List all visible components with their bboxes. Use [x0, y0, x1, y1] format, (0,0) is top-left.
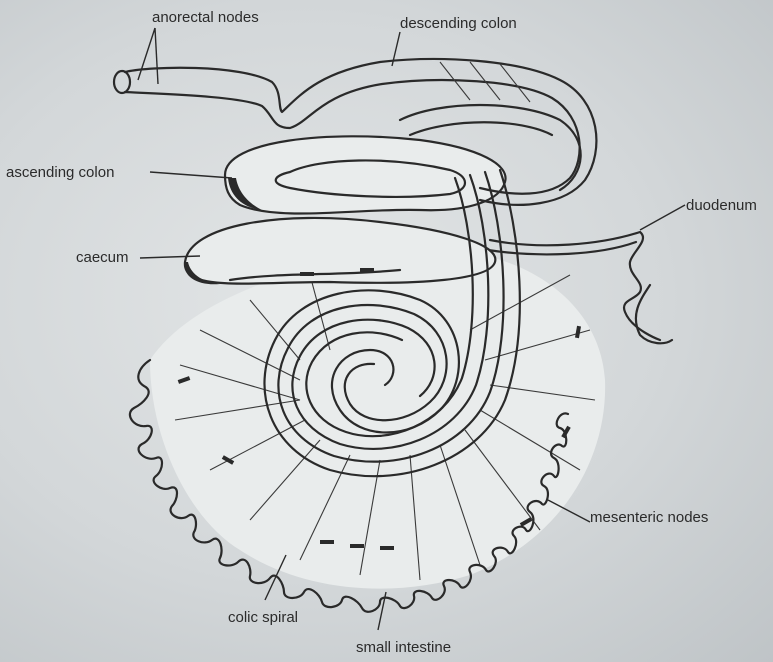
- label-descending-colon: descending colon: [400, 15, 517, 32]
- label-caecum: caecum: [76, 249, 129, 266]
- ascending-colon: [225, 136, 506, 213]
- label-duodenum: duodenum: [686, 197, 757, 214]
- label-colic-spiral: colic spiral: [228, 609, 298, 626]
- label-small-intestine: small intestine: [356, 639, 451, 656]
- label-mesenteric-nodes: mesenteric nodes: [590, 509, 708, 526]
- caecum: [185, 218, 496, 284]
- label-ascending-colon: ascending colon: [6, 164, 114, 181]
- label-anorectal-nodes: anorectal nodes: [152, 9, 259, 26]
